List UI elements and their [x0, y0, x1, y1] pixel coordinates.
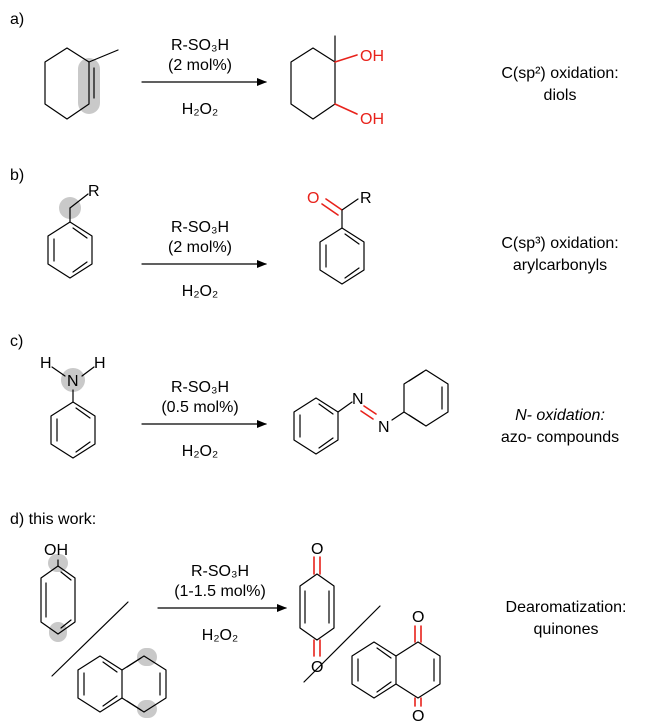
product-divider [303, 605, 381, 683]
panel-b: b) R R-SO₃H (2 mol%) H₂O₂ O R [10, 167, 619, 300]
aniline-n: N [67, 373, 79, 390]
panel-c: c) H N H R-SO₃H (0.5 mol%) H₂O₂ N [10, 333, 619, 460]
bq-o-top: O [311, 541, 323, 558]
arylcarbonyl-product: O R [307, 190, 372, 285]
panel-c-reagent: R-SO₃H [171, 379, 229, 396]
panel-b-desc-2: arylcarbonyls [513, 257, 607, 274]
panel-c-oxidant: H₂O₂ [182, 443, 218, 460]
panel-a-desc-2: diols [544, 87, 577, 104]
panel-c-desc-2: azo- compounds [501, 429, 619, 446]
panel-b-reagent: R-SO₃H [171, 219, 229, 236]
naphthoquinone-product: O O [351, 609, 441, 724]
panel-a-loading: (2 mol%) [168, 57, 232, 74]
azo-n-2: N [378, 419, 390, 436]
panel-d-desc-2: quinones [534, 621, 599, 638]
panel-b-loading: (2 mol%) [168, 239, 232, 256]
panel-a-reagent: R-SO₃H [171, 37, 229, 54]
panel-d-label: d) this work: [10, 511, 96, 528]
aniline-h-left: H [40, 355, 52, 372]
naphthalene-substrate [77, 648, 167, 718]
panel-a-oxidant: H₂O₂ [182, 101, 218, 118]
cyclohexene-substrate [44, 47, 119, 120]
diol-oh-bottom: OH [360, 111, 384, 128]
phenol-oh: OH [44, 542, 68, 559]
alkylbenzene-substrate: R [47, 183, 100, 279]
azobenzene-product: N N [293, 369, 449, 455]
diol-product: OH OH [290, 35, 384, 128]
nq-o-bottom: O [412, 708, 424, 724]
panel-b-label: b) [10, 167, 24, 184]
diol-oh-top: OH [360, 48, 384, 65]
panel-c-loading: (0.5 mol%) [161, 399, 238, 416]
nq-o-top: O [412, 609, 424, 626]
substrate-b-r: R [88, 183, 100, 200]
panel-a-desc-1: C(sp²) oxidation: [501, 65, 618, 82]
panel-c-label: c) [10, 333, 23, 350]
panel-d-reagent: R-SO₃H [191, 563, 249, 580]
nitrogen-highlight [61, 368, 85, 392]
panel-d-desc-1: Dearomatization: [506, 599, 627, 616]
panel-b-desc-1: C(sp³) oxidation: [501, 235, 618, 252]
panel-d: d) this work: OH R-SO₃H (1-1 [10, 511, 626, 724]
panel-a-label: a) [10, 11, 24, 28]
aniline-substrate: H N H [40, 355, 106, 459]
ketone-r: R [360, 190, 372, 207]
panel-b-oxidant: H₂O₂ [182, 283, 218, 300]
panel-d-loading: (1-1.5 mol%) [174, 583, 266, 600]
phenol-substrate: OH [40, 542, 76, 642]
panel-d-oxidant: H₂O₂ [202, 627, 238, 644]
benzoquinone-product: O O [299, 541, 335, 676]
panel-c-desc-1: N- oxidation: [515, 407, 605, 424]
naphthalene-top-highlight [137, 648, 157, 666]
aniline-h-right: H [94, 355, 106, 372]
substrate-divider [51, 601, 129, 677]
panel-a: a) R-SO₃H (2 mol%) H₂O₂ OH OH C(sp²) oxi… [10, 11, 619, 128]
azo-n-1: N [352, 391, 364, 408]
naphthalene-bottom-highlight [137, 700, 157, 718]
ketone-o: O [307, 190, 319, 207]
